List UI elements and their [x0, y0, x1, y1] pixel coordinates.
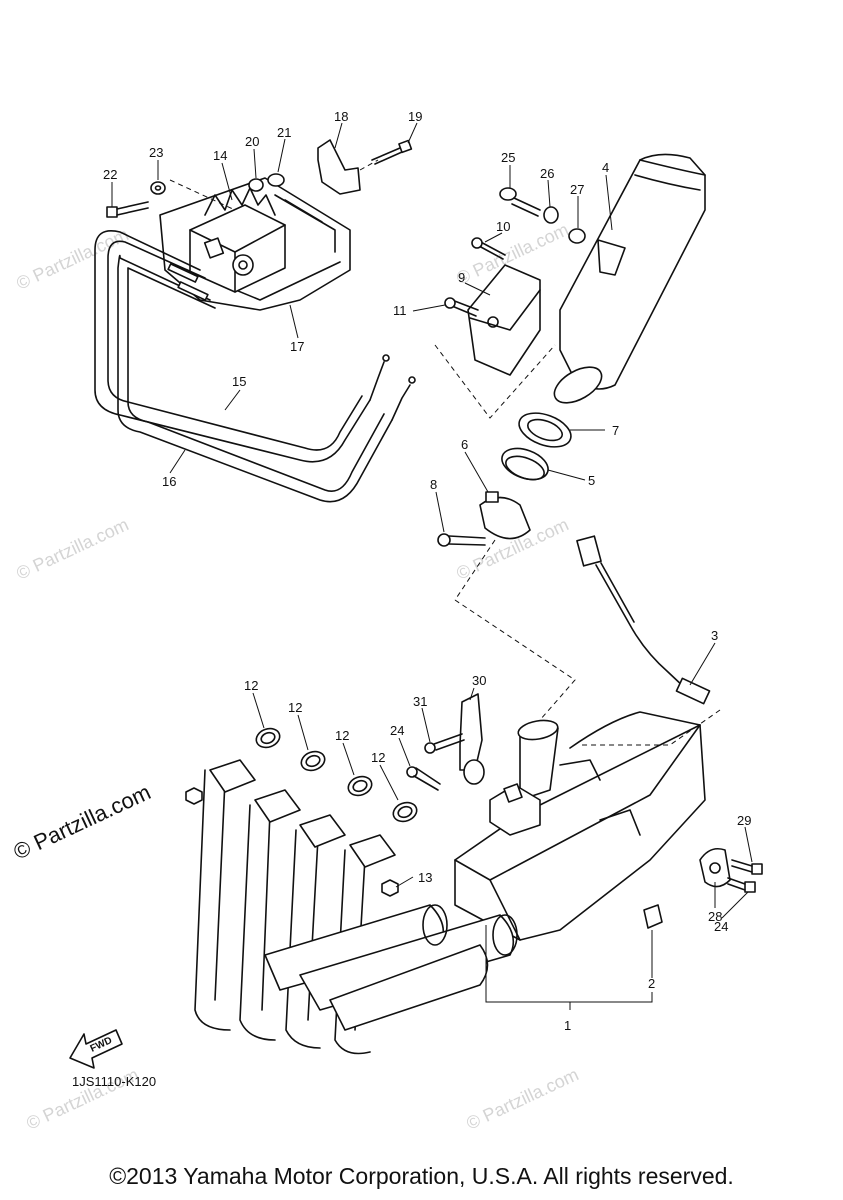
callout-15: 15 [232, 374, 246, 389]
oxygen-sensor-3 [576, 535, 711, 705]
bolt-8 [437, 533, 486, 547]
gasket-12d [392, 801, 418, 823]
cap-2 [643, 904, 663, 929]
bolt-31 [424, 733, 465, 754]
collar-21 [267, 173, 285, 187]
bracket-18 [317, 139, 361, 195]
callout-25: 25 [501, 150, 515, 165]
callout-12d: 12 [371, 750, 385, 765]
muffler-inlet [553, 366, 603, 404]
muffler-assembly [434, 153, 706, 547]
callout-29: 29 [737, 813, 751, 828]
callout-8: 8 [430, 477, 437, 492]
callout-27: 27 [570, 182, 584, 197]
gaskets-12 [255, 727, 418, 823]
callout-28: 28 [708, 909, 722, 924]
bracket-30 [459, 693, 483, 771]
bolt-24b [727, 877, 756, 893]
callout-24b: 24 [714, 919, 728, 934]
collar-27 [568, 228, 586, 244]
callout-18: 18 [334, 109, 348, 124]
callout-22: 22 [103, 167, 117, 182]
grommet-20 [248, 178, 264, 192]
callout-20: 20 [245, 134, 259, 149]
fwd-arrow-icon: FWD [69, 1029, 123, 1069]
callout-11: 11 [393, 303, 407, 318]
protector-9 [467, 264, 541, 376]
clamp-6 [479, 496, 531, 540]
callout-3: 3 [711, 628, 718, 643]
screw-11 [444, 297, 479, 317]
gasket-12b [300, 750, 326, 772]
callout-12b: 12 [288, 700, 302, 715]
callout-17: 17 [290, 339, 304, 354]
exhaust-control-cables [94, 230, 416, 503]
bolt-25 [499, 187, 541, 217]
callout-13: 13 [418, 870, 432, 885]
callout-9: 9 [458, 270, 465, 285]
gasket-7 [518, 412, 572, 448]
watermark-text: © Partzilla.com [463, 1064, 581, 1133]
callout-24a: 24 [390, 723, 404, 738]
nuts-13 [185, 787, 399, 897]
group-bracket-1 [485, 925, 653, 1003]
callout-labels: 1 2 3 4 5 6 7 8 9 10 11 12 12 12 12 13 1… [103, 109, 751, 1033]
callout-12a: 12 [244, 678, 258, 693]
callout-19: 19 [408, 109, 422, 124]
callout-16: 16 [162, 474, 176, 489]
callout-23: 23 [149, 145, 163, 160]
cable-16 [117, 254, 393, 503]
bolt-24 [406, 766, 441, 791]
bolt-22 [106, 201, 149, 218]
washer-23 [150, 181, 166, 195]
callout-12c: 12 [335, 728, 349, 743]
callout-2: 2 [648, 976, 655, 991]
watermark-text: © Partzilla.com [13, 224, 131, 293]
routing-line [454, 599, 576, 721]
callout-14: 14 [213, 148, 227, 163]
exhaust-servo-assembly [106, 139, 413, 311]
bolt-29 [731, 859, 763, 875]
washer-26 [543, 206, 559, 224]
gasket-12a [255, 727, 281, 749]
callout-26: 26 [540, 166, 554, 181]
callout-30: 30 [472, 673, 486, 688]
watermark-text: © Partzilla.com [13, 514, 131, 583]
exhaust-pipe-assembly [194, 693, 763, 1055]
callout-31: 31 [413, 694, 427, 709]
callout-6: 6 [461, 437, 468, 452]
damper-28 [699, 847, 731, 888]
leader-lines [111, 122, 753, 978]
watermark-text-dark: © Partzilla.com [10, 779, 155, 864]
gasket-12c [347, 775, 373, 797]
callout-5: 5 [588, 473, 595, 488]
cable-15 [94, 230, 371, 463]
callout-21: 21 [277, 125, 291, 140]
servo-pulley [232, 254, 254, 276]
callout-7: 7 [612, 423, 619, 438]
bolt-19 [371, 139, 413, 165]
callout-10: 10 [496, 219, 510, 234]
callout-1: 1 [564, 1018, 571, 1033]
diagram-code: 1JS1110-K120 [72, 1074, 156, 1089]
copyright-notice: ©2013 Yamaha Motor Corporation, U.S.A. A… [109, 1163, 734, 1189]
callout-4: 4 [602, 160, 609, 175]
screw-10 [471, 237, 506, 260]
